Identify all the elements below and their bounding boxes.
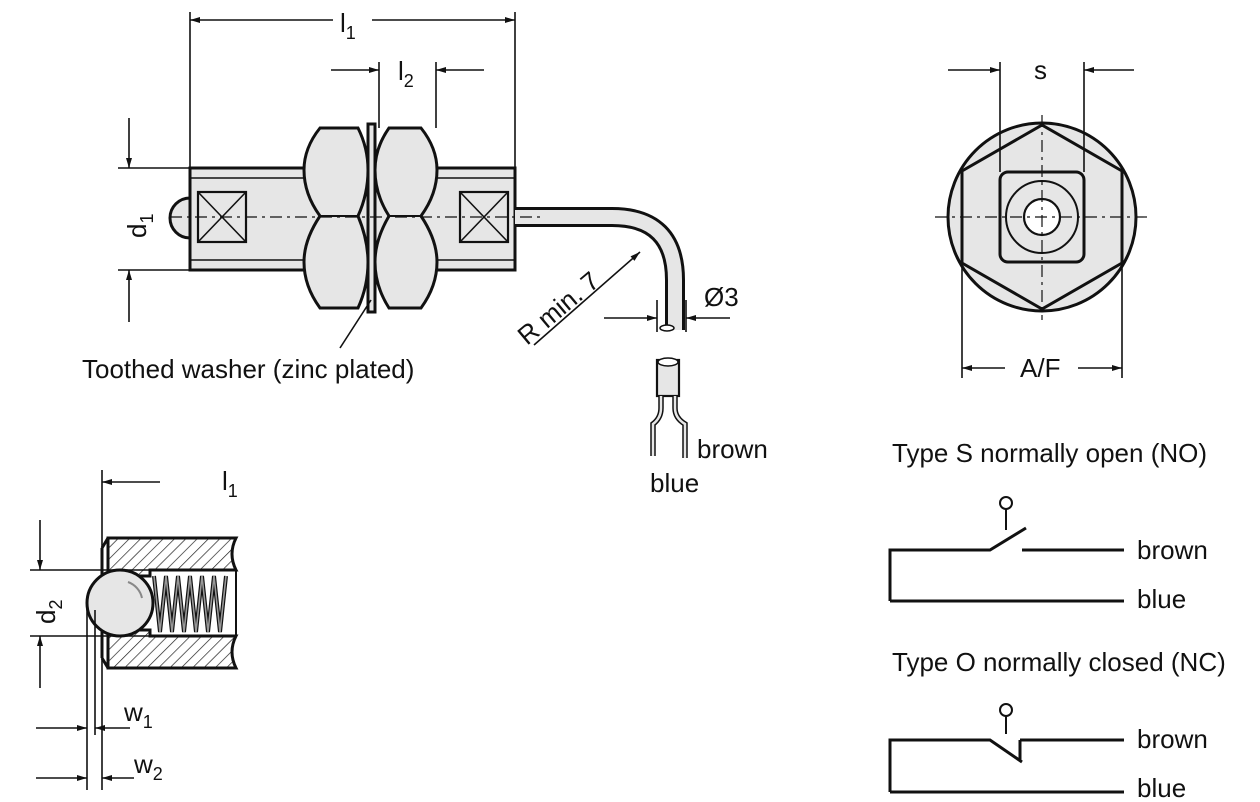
wire-connector <box>650 357 688 458</box>
af-label: A/F <box>1020 353 1060 383</box>
switch-type-o-title: Type O normally closed (NC) <box>892 647 1226 677</box>
w1-label: w1 <box>123 697 153 732</box>
switch-type-o-brown: brown <box>1137 724 1208 754</box>
side-view <box>118 12 730 349</box>
s-label: s <box>1034 55 1047 85</box>
d2-label: d2 <box>31 600 66 624</box>
detail-section-view <box>30 470 239 790</box>
radius-label: R min. 7 <box>512 265 605 350</box>
switch-type-o-blue: blue <box>1137 773 1186 802</box>
detail-l1-label: l1 <box>222 466 238 501</box>
l2-label: l2 <box>398 56 414 91</box>
wire-blue-label: blue <box>650 468 699 498</box>
washer-label: Toothed washer (zinc plated) <box>82 354 414 384</box>
switch-type-o: Type O normally closed (NC) brown blue <box>888 647 1226 802</box>
diameter-label: Ø3 <box>704 282 739 312</box>
front-view <box>935 62 1150 378</box>
d1-label: d1 <box>122 214 157 238</box>
l1-label: l1 <box>340 8 356 43</box>
w2-label: w2 <box>133 749 163 784</box>
switch-type-s-brown: brown <box>1137 535 1208 565</box>
switch-type-s: Type S normally open (NO) brown blue <box>888 438 1208 614</box>
switch-type-s-blue: blue <box>1137 584 1186 614</box>
switch-type-s-title: Type S normally open (NO) <box>892 438 1207 468</box>
wire-brown-label: brown <box>697 434 768 464</box>
